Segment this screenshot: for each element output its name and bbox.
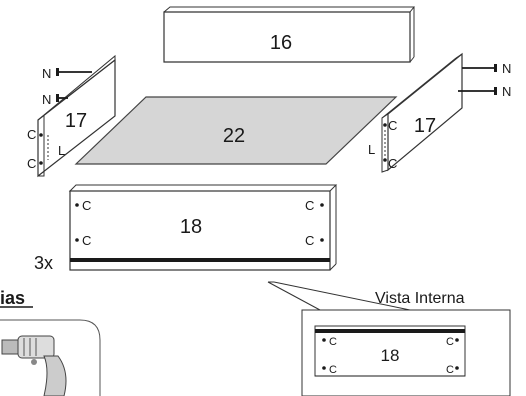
front-c-marker-tr: C — [305, 198, 314, 213]
top-panel: 16 — [163, 6, 416, 63]
left-side-panel: 17 L C C — [27, 54, 116, 178]
inset-c-marker-br: C — [446, 364, 454, 376]
front-c-marker-br: C — [305, 233, 314, 248]
inset-title: Vista Interna — [375, 290, 465, 307]
top-panel-label: 16 — [270, 32, 292, 54]
inset-c-marker-tl: C — [329, 336, 337, 348]
right-side-panel: 17 L C C — [368, 52, 463, 173]
bottom-panel: 22 — [74, 96, 398, 165]
left-c-marker-bottom: C — [27, 156, 36, 171]
right-l-marker: L — [368, 142, 375, 157]
left-nail-label-bottom: N — [42, 92, 51, 107]
left-l-marker: L — [58, 143, 65, 158]
power-drill-icon — [0, 319, 101, 396]
inset-callout-lines — [267, 281, 411, 311]
front-c-marker-tl: C — [82, 198, 91, 213]
right-c-marker-top: C — [388, 118, 397, 133]
quantity-label: 3x — [34, 253, 53, 273]
front-panel: 18 C C C C — [68, 184, 338, 271]
right-nail-label-top: N — [502, 61, 511, 76]
partial-heading: ias — [0, 288, 25, 308]
front-panel-label: 18 — [180, 216, 202, 238]
left-nails: N N — [42, 66, 92, 107]
right-c-marker-bottom: C — [388, 156, 397, 171]
right-nail-label-bottom: N — [502, 84, 511, 99]
right-nails: N N — [458, 61, 511, 99]
right-side-label: 17 — [414, 115, 436, 137]
inset-view: Vista Interna 18 C C C C — [301, 290, 511, 396]
left-c-marker-top: C — [27, 127, 36, 142]
inset-panel-label: 18 — [381, 346, 400, 365]
inset-c-marker-tr: C — [446, 336, 454, 348]
inset-c-marker-bl: C — [329, 364, 337, 376]
front-c-marker-bl: C — [82, 233, 91, 248]
left-nail-label-top: N — [42, 66, 51, 81]
bottom-panel-label: 22 — [223, 125, 245, 147]
left-side-label: 17 — [65, 110, 87, 132]
